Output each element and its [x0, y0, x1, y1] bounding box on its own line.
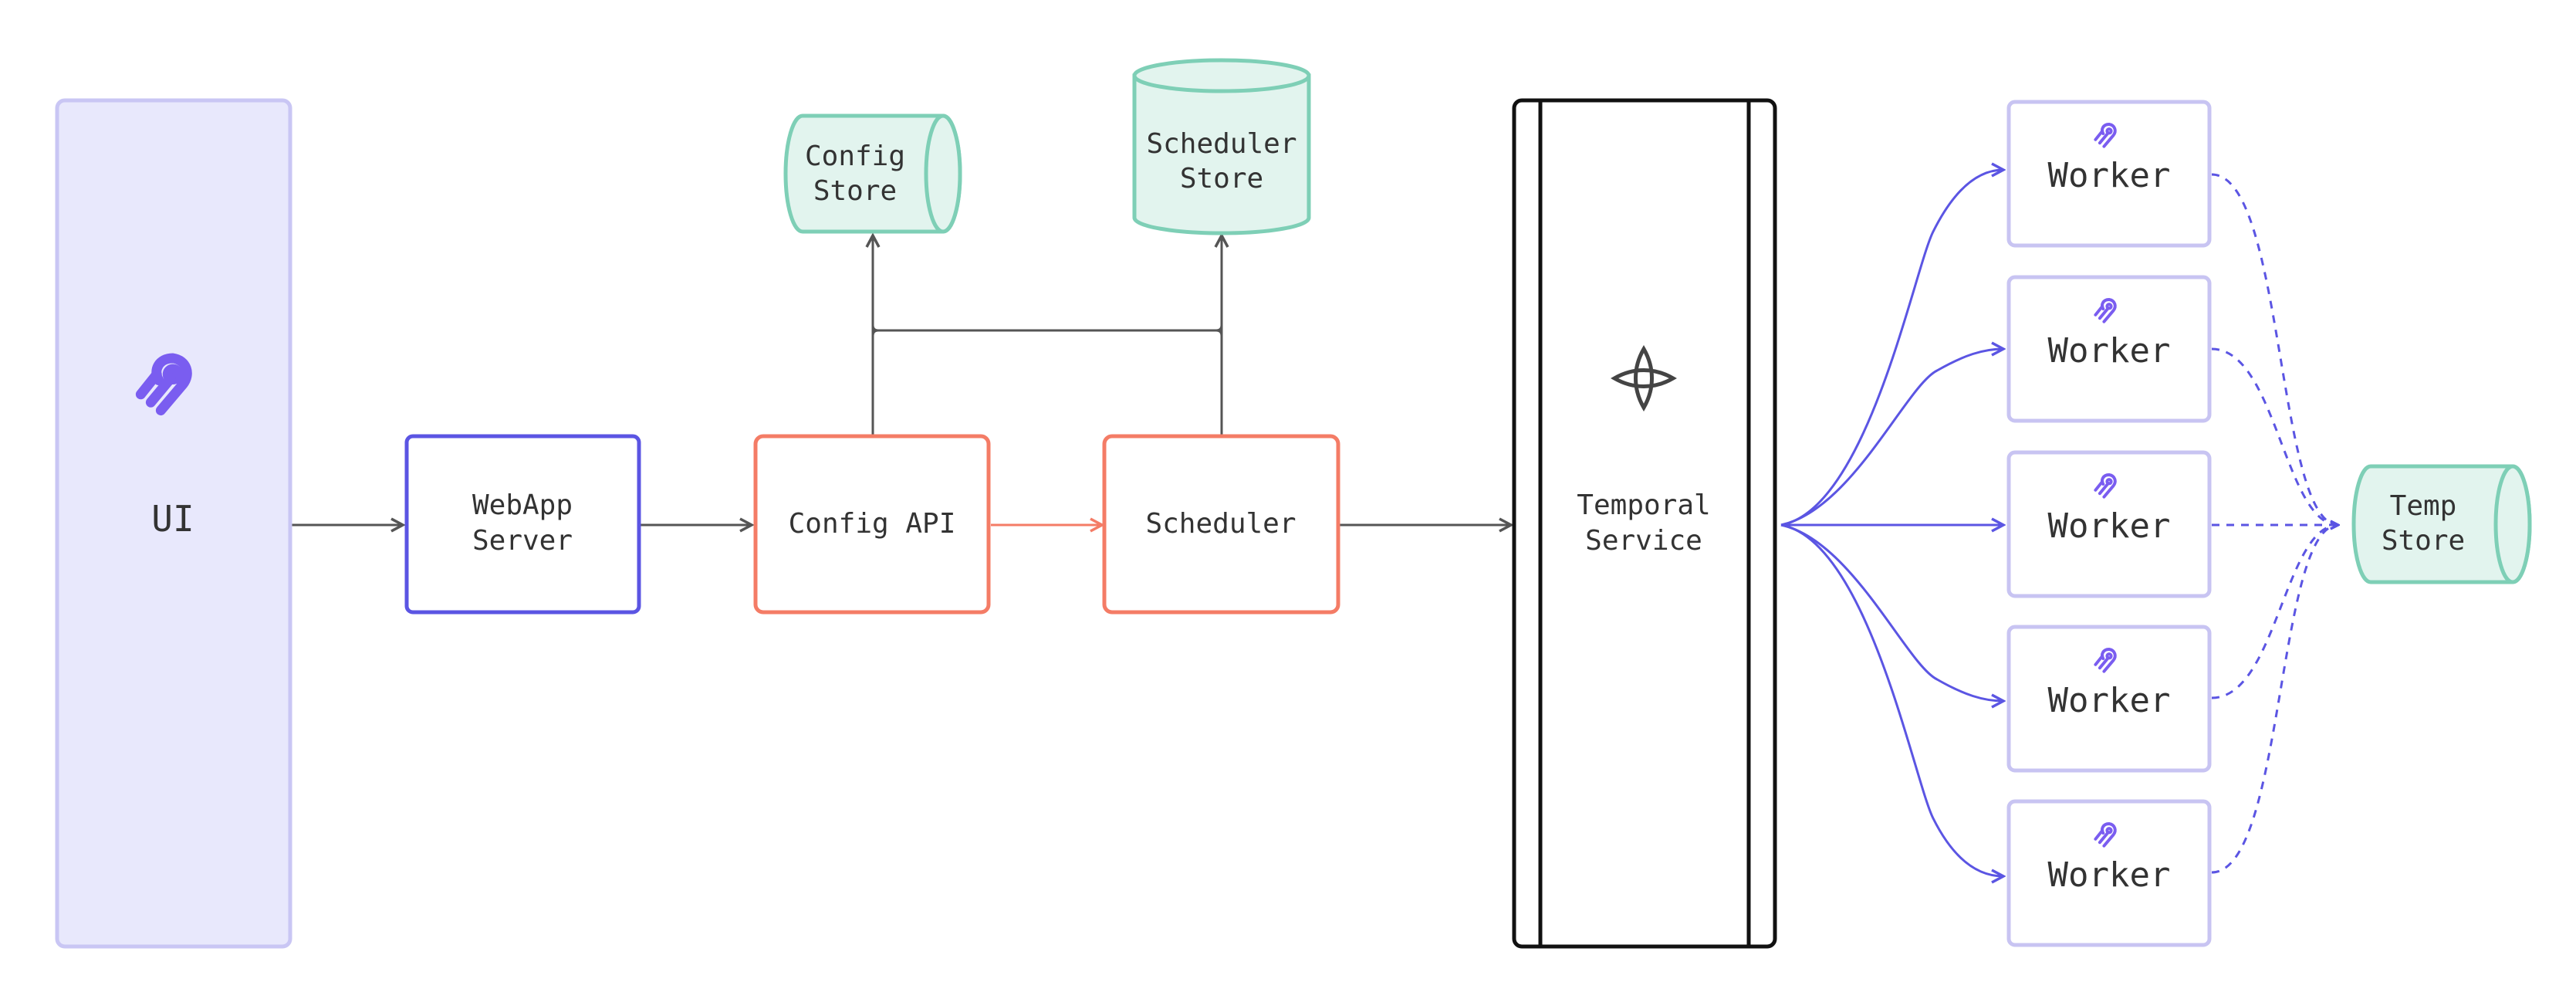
connectors: [292, 170, 2338, 876]
edge-store-bridge: [871, 324, 1223, 337]
temp-store-cap: [2493, 464, 2532, 584]
edge-worker-4-to-temp-store: [2211, 525, 2338, 699]
scheduler-store-body: [1132, 73, 1311, 235]
airbyte-logo-icon: [2094, 822, 2117, 848]
edge-worker-2-to-temp-store: [2211, 347, 2338, 525]
ui-label: UI: [151, 498, 194, 540]
workers: Worker Worker Worker Worker: [2006, 100, 2212, 947]
worker-box: [2006, 799, 2212, 947]
worker-node-1: Worker: [2006, 100, 2212, 248]
scheduler-store-node: Scheduler Store: [1132, 58, 1311, 235]
edge-temporal-to-worker-4: [1780, 523, 2003, 701]
edge-temporal-to-worker-2: [1780, 349, 2003, 527]
airbyte-logo-icon: [2094, 123, 2117, 148]
temp-store-label-line1: Temp: [2390, 490, 2457, 522]
worker-label: Worker: [2048, 156, 2171, 195]
webapp-server-box: [404, 434, 641, 615]
airbyte-logo-icon: [135, 353, 192, 416]
worker-box: [2006, 100, 2212, 248]
config-api-label: Config API: [789, 508, 956, 540]
temporal-logo-icon: [1611, 345, 1677, 411]
edge-worker-1-to-temp-store: [2211, 173, 2338, 525]
config-api-node: Config API: [753, 434, 991, 615]
ui-panel: [55, 98, 292, 949]
worker-label: Worker: [2048, 506, 2171, 546]
temp-store-label-line2: Store: [2382, 525, 2465, 557]
airbyte-logo-icon: [2094, 298, 2117, 323]
worker-box: [2006, 450, 2212, 598]
airbyte-logo-icon: [2094, 473, 2117, 499]
webapp-server-label-line1: WebApp: [472, 489, 573, 521]
edge-temporal-to-worker-1: [1780, 170, 2003, 527]
config-store-cap: [924, 113, 962, 234]
airbyte-logo-icon: [2094, 648, 2117, 673]
worker-node-2: Worker: [2006, 275, 2212, 423]
temporal-fanout: [1780, 170, 2003, 876]
temporal-service-box: [1512, 98, 1777, 949]
webapp-server-label-line2: Server: [472, 525, 573, 557]
worker-node-4: Worker: [2006, 625, 2212, 773]
worker-node-3: Worker: [2006, 450, 2212, 598]
edge-worker-5-to-temp-store: [2211, 525, 2338, 874]
ui-node: UI: [55, 98, 292, 949]
worker-label: Worker: [2048, 855, 2171, 895]
config-store-node: Config Store: [783, 113, 962, 234]
scheduler-store-label-line1: Scheduler: [1146, 128, 1296, 160]
scheduler-store-label-line2: Store: [1180, 163, 1263, 195]
temporal-service-label-line1: Temporal: [1577, 489, 1710, 521]
config-api-box: [753, 434, 991, 615]
temporal-service-label-line2: Service: [1585, 525, 1702, 557]
config-store-label-line1: Config: [805, 141, 905, 172]
temp-store-node: Temp Store: [2351, 464, 2532, 584]
scheduler-label: Scheduler: [1145, 508, 1296, 540]
scheduler-box: [1102, 434, 1340, 615]
worker-box: [2006, 275, 2212, 423]
scheduler-node: Scheduler: [1102, 434, 1340, 615]
config-store-label-line2: Store: [813, 175, 897, 207]
worker-node-5: Worker: [2006, 799, 2212, 947]
temporal-service-node: Temporal Service: [1512, 98, 1777, 949]
scheduler-store-cap: [1132, 58, 1311, 93]
worker-label: Worker: [2048, 681, 2171, 720]
edge-temporal-to-worker-5: [1780, 523, 2003, 876]
worker-box: [2006, 625, 2212, 773]
webapp-server-node: WebApp Server: [404, 434, 641, 615]
worker-label: Worker: [2048, 331, 2171, 371]
worker-to-temp-store-links: [2211, 173, 2338, 874]
